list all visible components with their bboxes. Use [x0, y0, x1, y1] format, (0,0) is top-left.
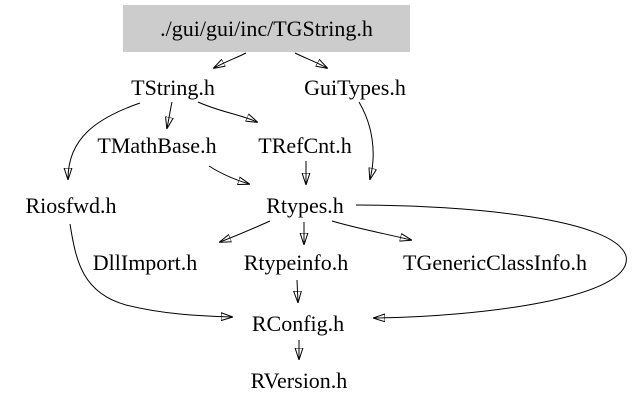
edge-tstring-to-trefcnt: [197, 101, 257, 122]
edge-root-to-tstring: [214, 52, 247, 68]
node-root: ./gui/gui/inc/TGString.h: [123, 5, 410, 52]
node-rversion[interactable]: RVersion.h: [250, 368, 348, 393]
edge-tstring-to-tmathbase: [167, 101, 172, 128]
edge-rtypes-to-tgenericclassinfo: [331, 220, 411, 240]
edge-tstring-to-riosfwd: [68, 102, 141, 179]
edge-guitypes-to-rtypes: [358, 101, 373, 179]
edge-tmathbase-to-rtypes: [208, 165, 249, 184]
edge-rtypes-to-rconfig: [355, 204, 627, 318]
edge-rtypeinfo-to-rconfig: [297, 279, 298, 302]
node-tstring[interactable]: TString.h: [131, 75, 215, 100]
edge-root-to-guitypes: [294, 52, 327, 68]
node-riosfwd[interactable]: Riosfwd.h: [25, 193, 117, 218]
node-rtypeinfo[interactable]: Rtypeinfo.h: [243, 250, 349, 275]
node-dllimport[interactable]: DllImport.h: [92, 250, 198, 275]
node-trefcnt[interactable]: TRefCnt.h: [258, 133, 352, 158]
node-tgenericclassinfo[interactable]: TGenericClassInfo.h: [403, 250, 587, 275]
node-tmathbase[interactable]: TMathBase.h: [97, 133, 217, 158]
edge-rtypes-to-dllimport: [220, 220, 271, 242]
node-guitypes[interactable]: GuiTypes.h: [304, 75, 406, 100]
node-rtypes[interactable]: Rtypes.h: [266, 193, 344, 218]
node-rconfig[interactable]: RConfig.h: [251, 311, 345, 336]
node-root-label: ./gui/gui/inc/TGString.h: [160, 15, 373, 41]
edge-riosfwd-to-rconfig: [69, 223, 232, 317]
